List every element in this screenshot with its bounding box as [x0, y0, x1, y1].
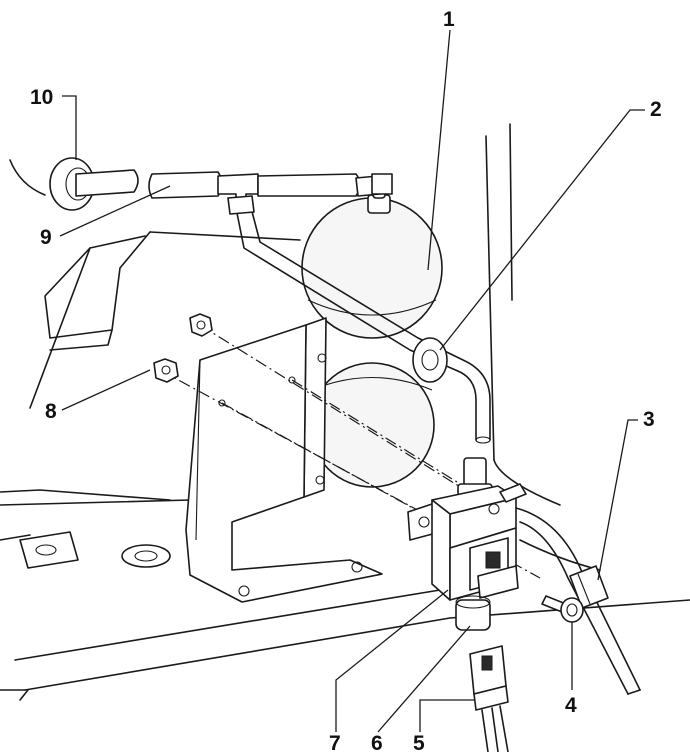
rubber-mount — [455, 595, 491, 631]
electrical-connector — [469, 645, 509, 752]
solenoid-valve — [407, 457, 527, 601]
callout-10: 10 — [30, 86, 53, 109]
callout-4: 4 — [565, 694, 577, 717]
body-panel-outline — [0, 123, 690, 701]
callout-6: 6 — [371, 732, 383, 752]
hex-nuts — [153, 313, 213, 383]
callout-labels: 1 2 3 4 5 6 7 8 9 10 — [30, 8, 662, 752]
callout-2: 2 — [650, 98, 662, 121]
upper-hose-assembly — [9, 157, 393, 215]
bolt — [541, 595, 584, 623]
callout-5: 5 — [413, 732, 425, 752]
callout-1: 1 — [443, 8, 455, 31]
vacuum-reservoir — [301, 177, 443, 488]
callout-3: 3 — [643, 408, 655, 431]
callout-8: 8 — [45, 400, 57, 423]
callout-9: 9 — [40, 226, 52, 249]
vacuum-hose — [235, 203, 491, 444]
callout-7: 7 — [329, 732, 341, 752]
callout-leaders — [59, 29, 645, 733]
mounting-bracket — [185, 317, 383, 603]
